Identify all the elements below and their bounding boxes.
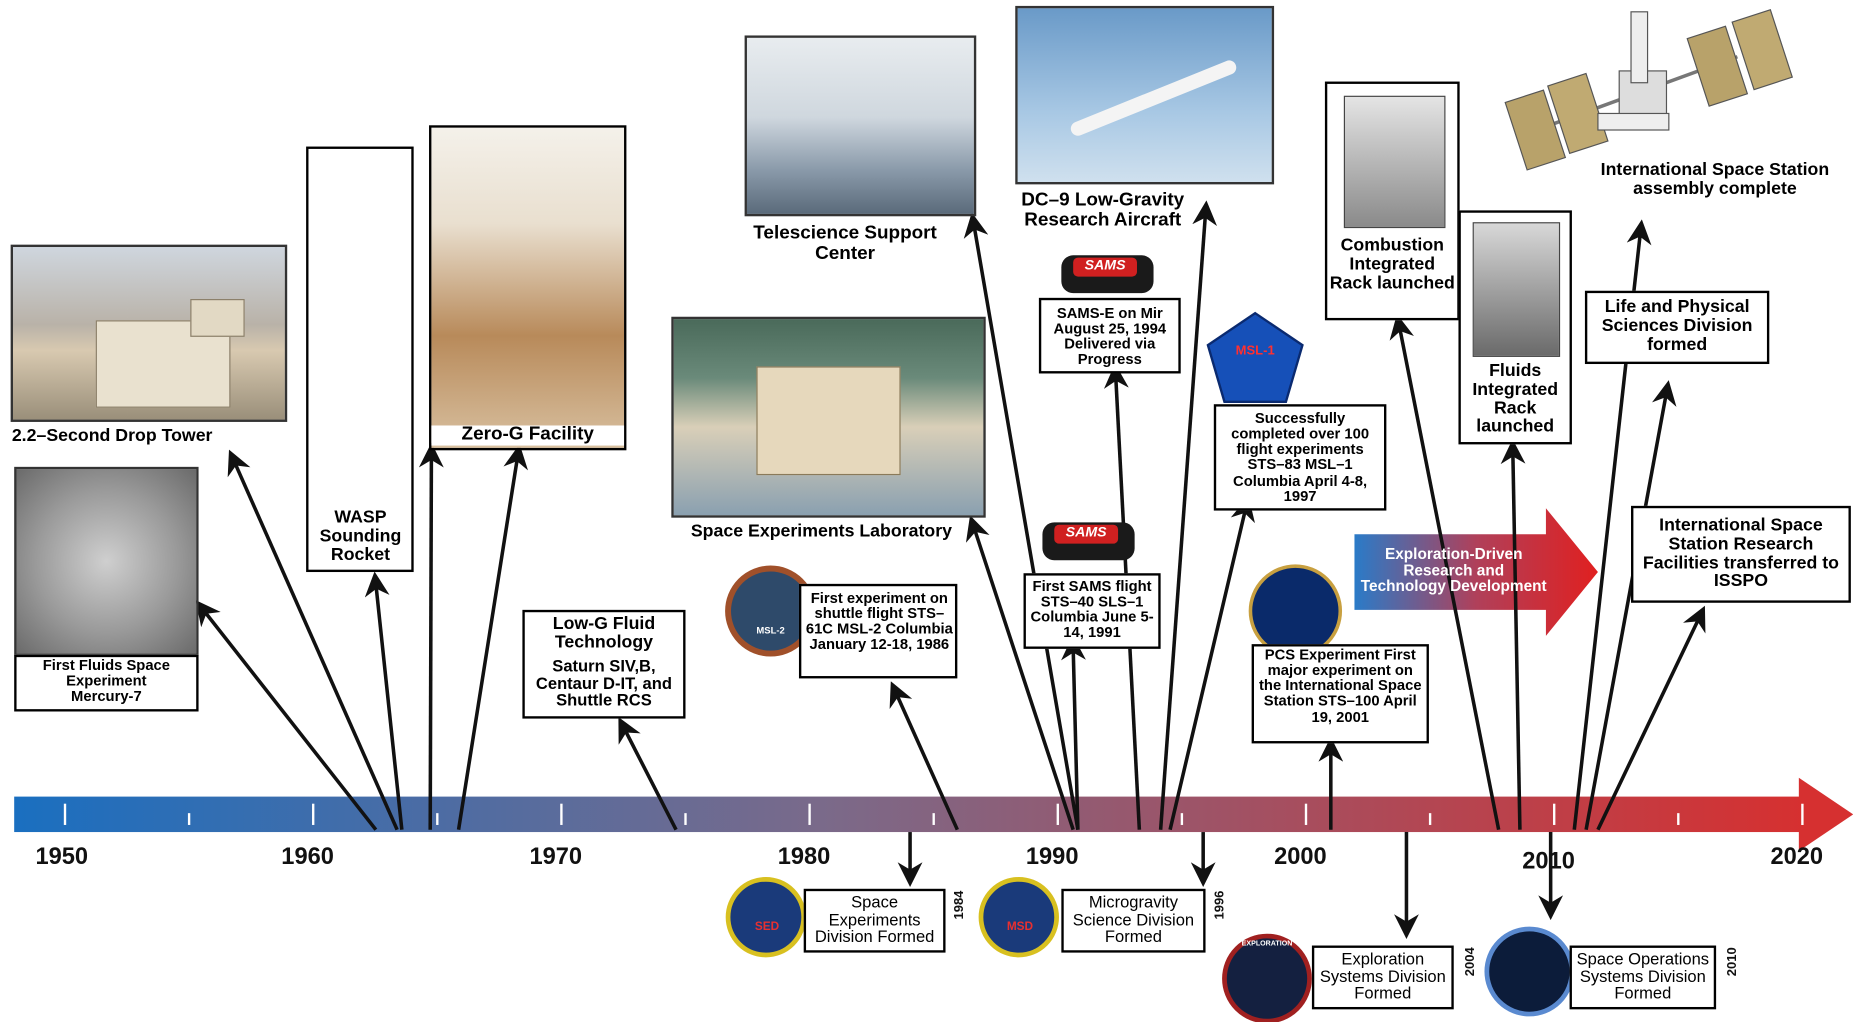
sed-division-box: [803, 888, 946, 953]
lpsd-box: [1584, 290, 1770, 365]
year-label-2020: 2020: [1770, 843, 1824, 870]
sosd-division-year: 2010: [1725, 947, 1740, 977]
msd-badge: [978, 876, 1059, 958]
year-label-2010: 2010: [1522, 848, 1575, 875]
year-label-1950: 1950: [35, 843, 89, 870]
sams-e-patch-label: SAMS: [1084, 256, 1126, 274]
sed-division-year: 1984: [952, 890, 967, 920]
sams-e-caption: SAMS-E on Mir August 25, 1994 Delivered …: [1053, 304, 1167, 369]
first-fluids-caption: First Fluids Space Experiment Mercury-7: [42, 657, 170, 705]
sams-patch: [1042, 522, 1135, 561]
sosd-division-caption: Space Operations Systems Division Formed: [1576, 949, 1710, 1003]
sed-badge: [725, 876, 807, 958]
msd-badge-label: MSD: [1006, 920, 1034, 934]
cir-box: [1324, 81, 1460, 321]
wasp-box: [306, 146, 414, 573]
cir-caption: Combustion Integrated Rack launched: [1329, 235, 1455, 293]
timeline-arrowhead: [1798, 777, 1853, 851]
drop-tower-caption: 2.2–Second Drop Tower: [11, 425, 213, 446]
msl1-caption: Successfully completed over 100 flight e…: [1231, 410, 1370, 505]
zero-g-box: [429, 125, 627, 451]
sed-division-caption: Space Experiments Division Formed: [814, 892, 935, 946]
msl1-box: [1213, 404, 1387, 511]
exploration-badge-label: EXPLORATION: [1241, 940, 1293, 948]
sams-e-box: [1038, 297, 1181, 374]
lpsd-caption: Life and Physical Sciences Division form…: [1601, 296, 1753, 354]
first-fluids-photo: [14, 466, 199, 656]
fir-caption: Fluids Integrated Rack launched: [1472, 360, 1559, 437]
shuttle-first-caption: First experiment on shuttle flight STS–6…: [805, 589, 953, 653]
milestone-arrows: [195, 200, 1706, 831]
year-label-1990: 1990: [1025, 843, 1079, 870]
timeline-ticks: [63, 803, 1804, 825]
pcs-caption: PCS Experiment First major experiment on…: [1259, 646, 1422, 726]
msl2-patch-label: MSL-2: [756, 625, 785, 636]
exploration-badge: [1222, 933, 1312, 1022]
telescience-caption: Telescience Support Center: [753, 223, 937, 264]
division-arrows: [897, 832, 1564, 940]
esd-division-year: 2004: [1463, 947, 1478, 977]
zero-g-caption: Zero-G Facility: [431, 425, 625, 446]
first-sams-caption: First SAMS flight STS–40 SLS–1 Columbia …: [1030, 577, 1154, 642]
space-exp-lab-photo: [671, 316, 986, 518]
iss-complete-caption: International Space Station assembly com…: [1600, 159, 1830, 199]
sosd-division-box: [1569, 945, 1717, 1010]
drop-tower-photo: [10, 244, 288, 422]
isspo-caption: International Space Station Research Fac…: [1642, 515, 1839, 592]
msd-division-box: [1061, 888, 1206, 953]
first-fluids-box: [14, 654, 199, 712]
telescience-photo: [744, 35, 977, 217]
year-label-2000: 2000: [1274, 843, 1327, 870]
low-g-detail: Saturn SIV,B, Centaur D-IT, and Shuttle …: [535, 655, 672, 710]
iss-drawing: [1504, 8, 1794, 171]
sams-patch-label: SAMS: [1065, 523, 1107, 541]
isspo-box: [1631, 505, 1851, 603]
exploration-banner-arrow: [1354, 508, 1598, 636]
pcs-box: [1251, 644, 1429, 744]
dc9-caption: DC–9 Low-Gravity Research Aircraft: [1021, 190, 1185, 231]
first-sams-box: [1023, 573, 1161, 649]
msd-division-caption: Microgravity Science Division Formed: [1072, 892, 1195, 946]
msd-division-year: 1996: [1212, 890, 1227, 920]
timeline-bar: [14, 796, 1805, 833]
banner-text: Exploration-Driven Research and Technolo…: [1360, 544, 1547, 595]
sams-e-patch: [1061, 255, 1154, 294]
dc9-photo: [1015, 5, 1275, 185]
msl1-patch: [1206, 311, 1304, 404]
fir-box: [1458, 210, 1572, 445]
esd-division-caption: Exploration Systems Division Formed: [1319, 949, 1446, 1003]
esd-division-box: [1311, 945, 1454, 1010]
year-label-1960: 1960: [281, 843, 334, 870]
pcs-patch: [1248, 564, 1343, 658]
space-ops-badge: [1484, 926, 1575, 1017]
shuttle-first-box: [798, 583, 958, 679]
space-exp-lab-caption: Space Experiments Laboratory: [690, 521, 952, 542]
low-g-box: [522, 609, 686, 719]
year-label-1980: 1980: [777, 843, 831, 870]
year-label-1970: 1970: [529, 843, 583, 870]
low-g-title: Low-G Fluid Technology: [552, 613, 656, 653]
sed-badge-label: SED: [754, 920, 780, 934]
msl1-patch-label: MSL-1: [1235, 343, 1275, 359]
wasp-caption: WASP Sounding Rocket: [319, 507, 402, 565]
